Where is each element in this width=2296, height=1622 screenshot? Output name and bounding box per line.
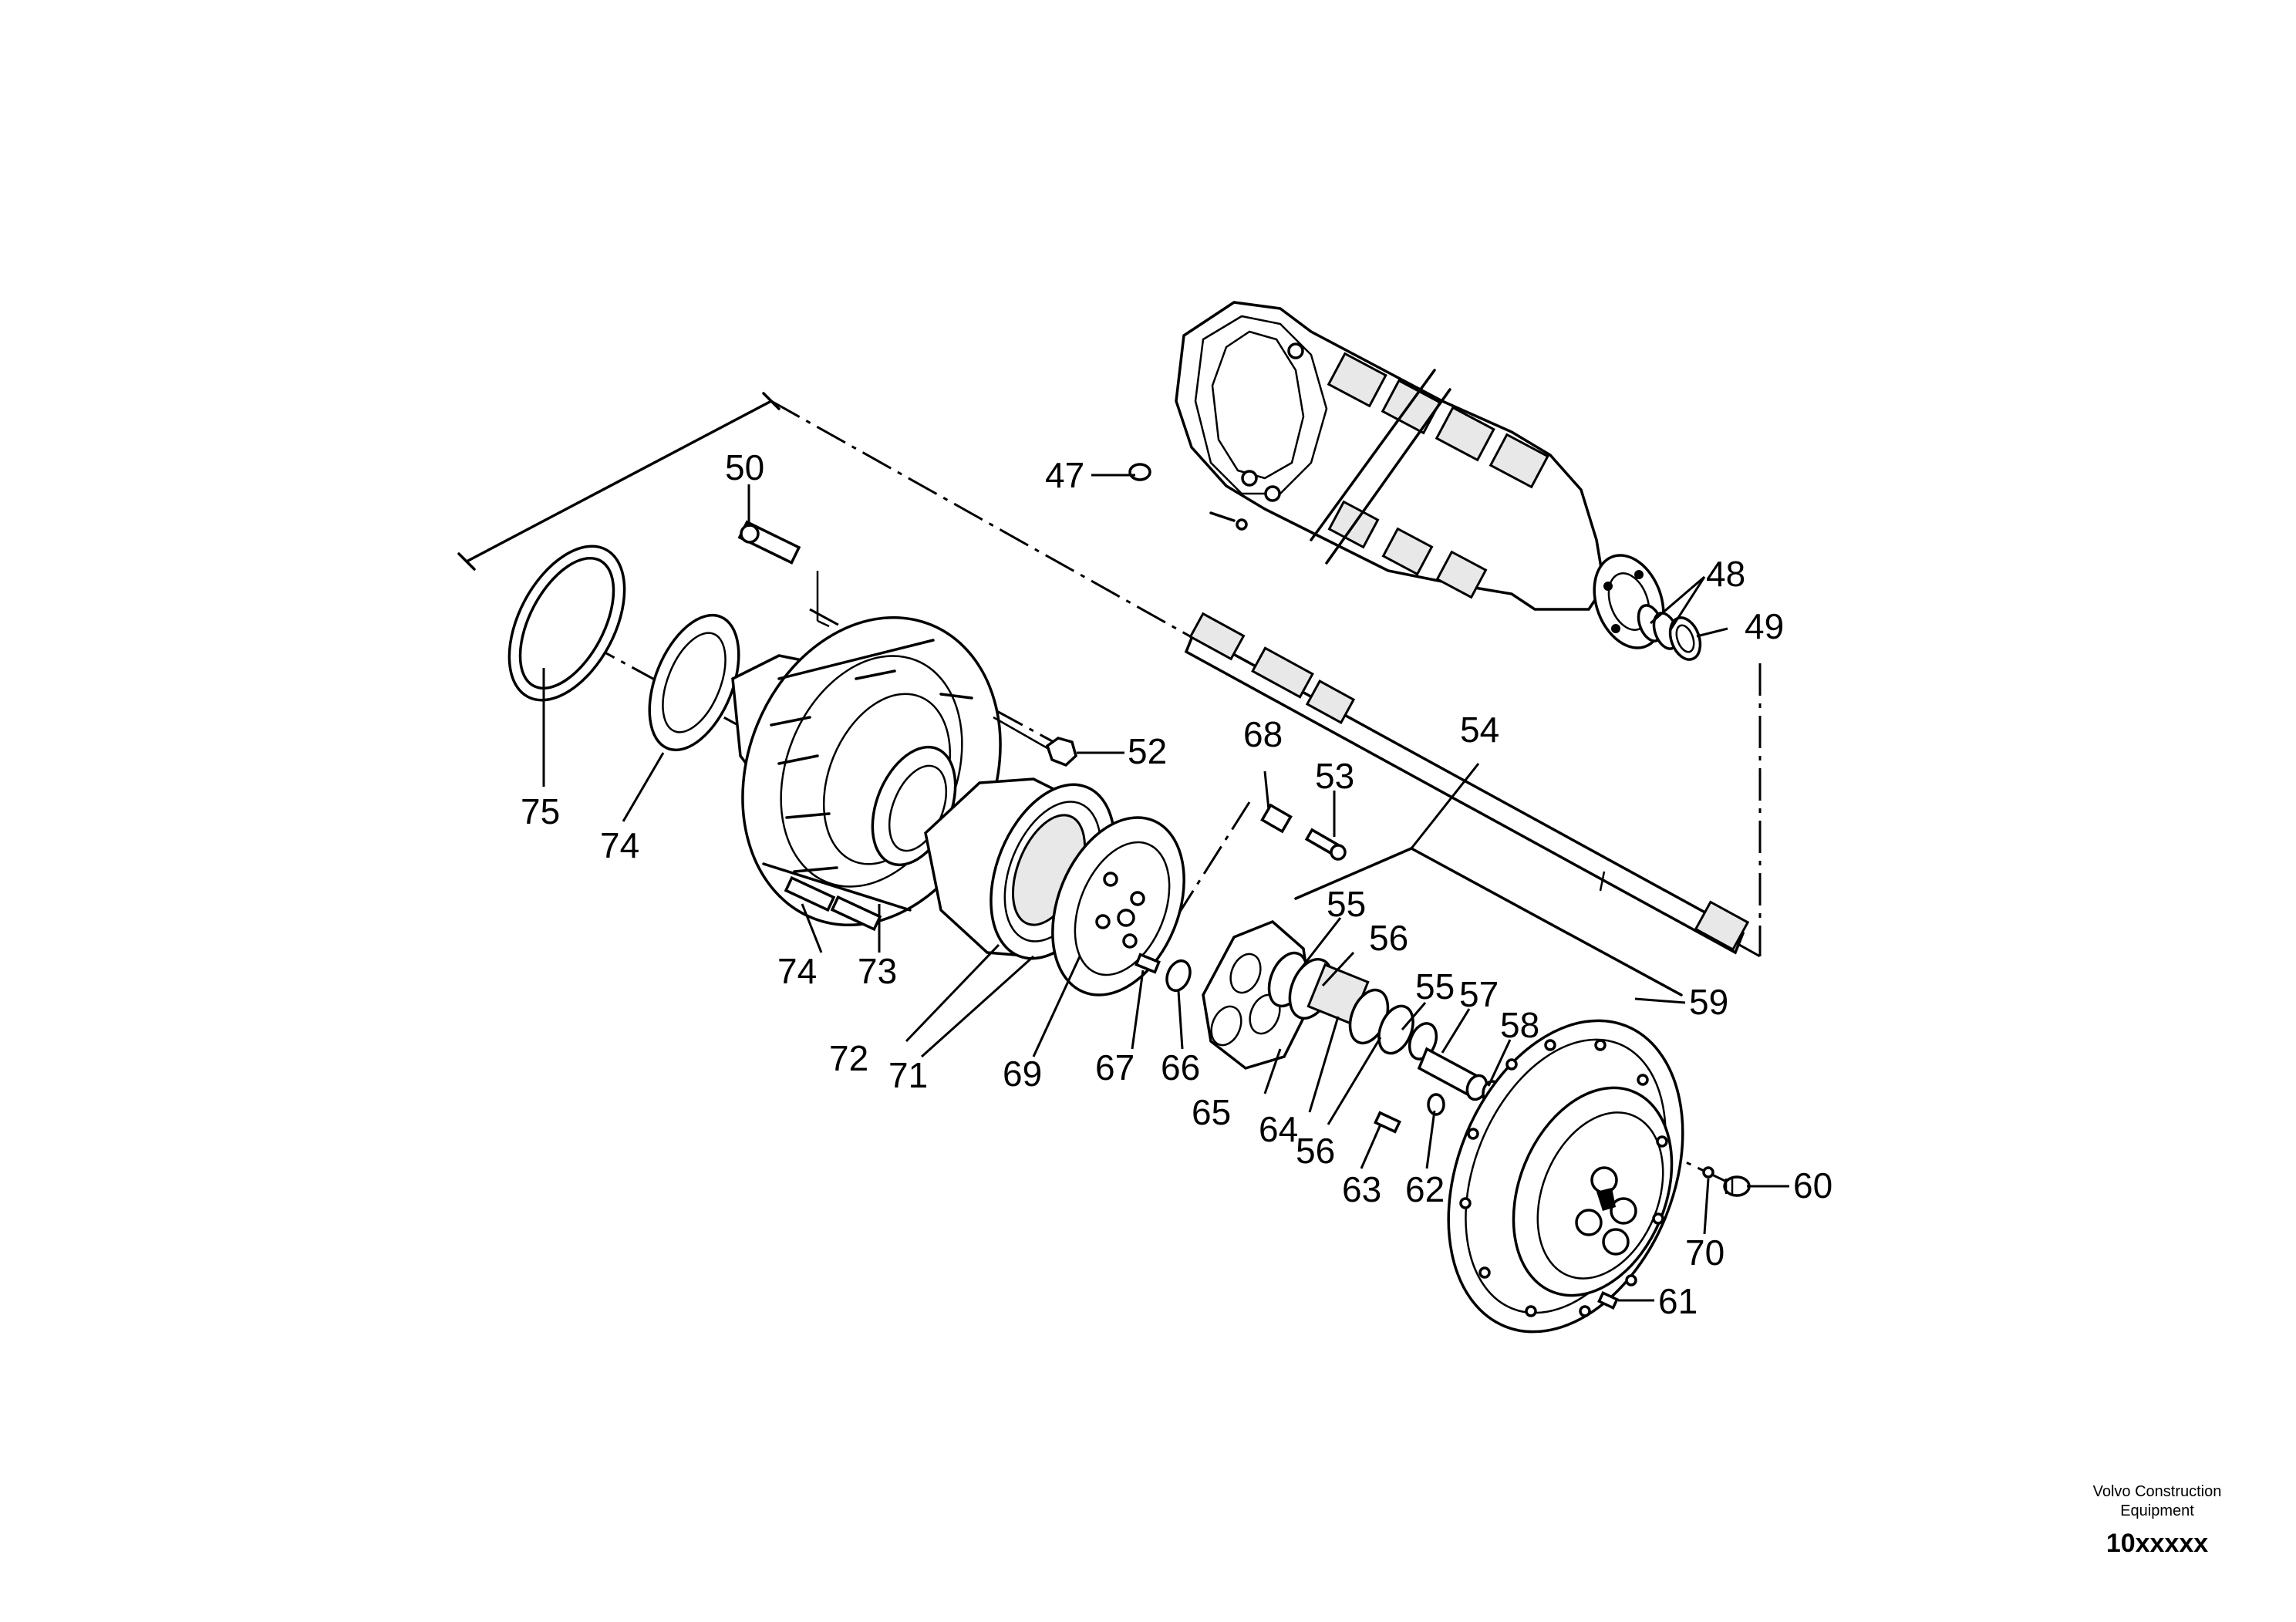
footer-branding: Volvo Construction Equipment 10xxxxx [2093, 1483, 2222, 1558]
callout-67: 67 [1095, 1047, 1135, 1088]
callout-58: 58 [1500, 1005, 1539, 1045]
callout-61: 61 [1658, 1281, 1698, 1321]
hub-bolts [784, 875, 882, 932]
housing-small-parts [1128, 463, 1702, 661]
carrier-small-parts [1135, 803, 1347, 993]
callout-56a: 56 [1369, 918, 1408, 958]
callout-66: 66 [1161, 1047, 1200, 1088]
reference-lines [457, 392, 1683, 996]
callout-69: 69 [1003, 1054, 1042, 1094]
axle-housing [1175, 301, 1665, 649]
callout-55b: 55 [1415, 966, 1455, 1007]
bearing-outer [648, 613, 740, 752]
bolt-50 [737, 520, 830, 628]
callout-70: 70 [1685, 1233, 1725, 1273]
callout-50: 50 [725, 447, 764, 487]
callout-49: 49 [1745, 606, 1784, 646]
brand-line-1: Volvo Construction [2093, 1483, 2222, 1500]
callout-75: 75 [521, 791, 560, 831]
callout-56b: 56 [1296, 1131, 1335, 1171]
callout-48: 48 [1706, 554, 1745, 594]
callout-54: 54 [1460, 710, 1499, 750]
callout-53: 53 [1315, 756, 1354, 796]
callout-52: 52 [1128, 731, 1167, 771]
callout-73: 73 [858, 951, 897, 991]
callout-65: 65 [1192, 1092, 1231, 1132]
callout-57: 57 [1459, 974, 1499, 1014]
planet-gears [1267, 951, 1438, 1061]
callout-63: 63 [1342, 1169, 1381, 1209]
cover-small-parts [1597, 1166, 1751, 1310]
callout-64: 64 [1259, 1109, 1298, 1149]
seal-ring [507, 545, 626, 702]
callout-71: 71 [888, 1055, 928, 1095]
drive-shaft [1184, 612, 1750, 955]
callout-47: 47 [1045, 455, 1084, 495]
callout-74a: 74 [777, 951, 817, 991]
callout-68: 68 [1243, 714, 1283, 754]
callout-numbers: 47 48 49 50 52 53 54 55 56 55 57 58 59 6… [521, 447, 1832, 1321]
callout-72: 72 [829, 1038, 868, 1078]
nut-52 [993, 716, 1077, 767]
hub-cover [1447, 1019, 1684, 1334]
planet-pin [1374, 1047, 1503, 1134]
planet-carrier [1051, 816, 1185, 996]
callout-60: 60 [1793, 1165, 1832, 1206]
callout-59: 59 [1689, 982, 1728, 1022]
callout-55a: 55 [1327, 884, 1366, 924]
callout-62: 62 [1405, 1169, 1445, 1209]
callout-74b: 74 [600, 825, 639, 865]
document-number: 10xxxxx [2106, 1529, 2208, 1558]
brand-line-2: Equipment [2120, 1502, 2194, 1519]
leader-lines [542, 474, 1789, 1302]
